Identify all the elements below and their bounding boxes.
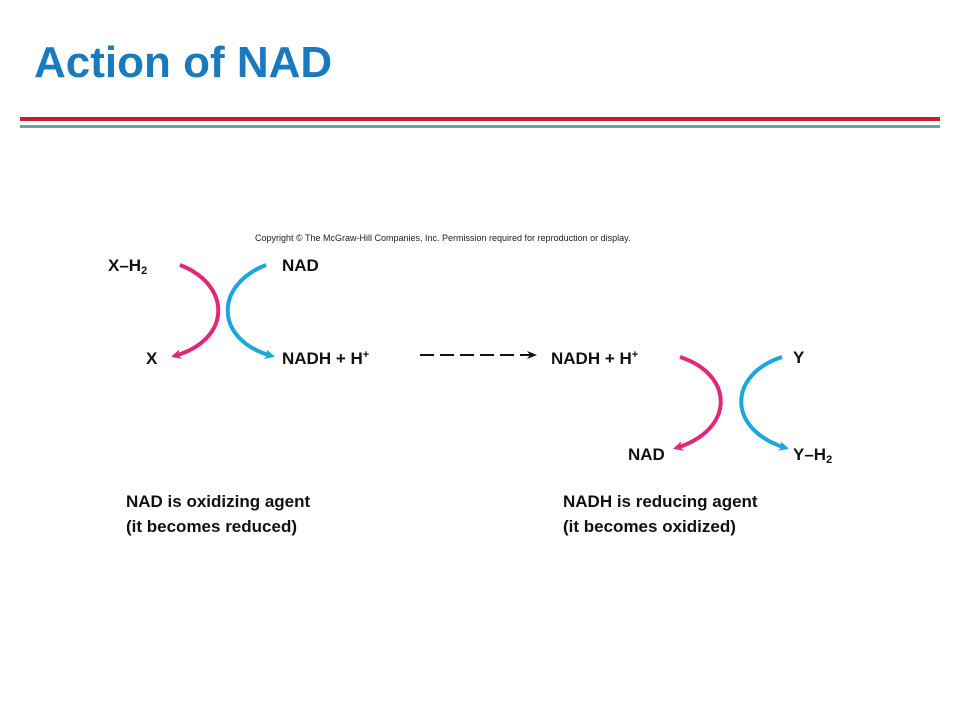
- label-x: X: [146, 349, 158, 368]
- right-magenta-arrow: [673, 355, 723, 451]
- label-nadh-left: NADH + H+: [282, 349, 369, 369]
- label-y-h2: Y–H2: [793, 445, 832, 466]
- caption-right: NADH is reducing agent (it becomes oxidi…: [563, 489, 758, 539]
- label-nad-right: NAD: [628, 445, 665, 464]
- label-x-h2-base: X–H: [108, 256, 142, 275]
- caption-right-line2: (it becomes oxidized): [563, 517, 736, 536]
- label-y: Y: [793, 348, 805, 367]
- label-nad-left: NAD: [282, 256, 319, 275]
- caption-left: NAD is oxidizing agent (it becomes reduc…: [126, 489, 310, 539]
- label-y-h2-sub: 2: [826, 454, 833, 466]
- caption-right-line1: NADH is reducing agent: [563, 492, 758, 511]
- right-cyan-arrow: [739, 355, 789, 451]
- caption-left-line2: (it becomes reduced): [126, 517, 297, 536]
- title-rule-teal: [20, 125, 940, 128]
- label-nadh-right-sup: +: [631, 349, 639, 361]
- label-nadh-right-base: NADH + H: [551, 349, 632, 368]
- label-x-h2-sub: 2: [141, 265, 148, 277]
- left-cyan-arrow: [225, 263, 275, 359]
- left-magenta-arrow: [171, 263, 221, 359]
- label-nadh-right: NADH + H+: [551, 349, 638, 369]
- slide-title: Action of NAD: [34, 38, 333, 87]
- label-x-h2: X–H2: [108, 256, 147, 277]
- label-nadh-left-base: NADH + H: [282, 349, 363, 368]
- caption-left-line1: NAD is oxidizing agent: [126, 492, 311, 511]
- title-rule-red: [20, 117, 940, 121]
- label-nadh-left-sup: +: [362, 349, 370, 361]
- copyright-notice: Copyright © The McGraw-Hill Companies, I…: [255, 233, 631, 243]
- label-y-h2-base: Y–H: [793, 445, 827, 464]
